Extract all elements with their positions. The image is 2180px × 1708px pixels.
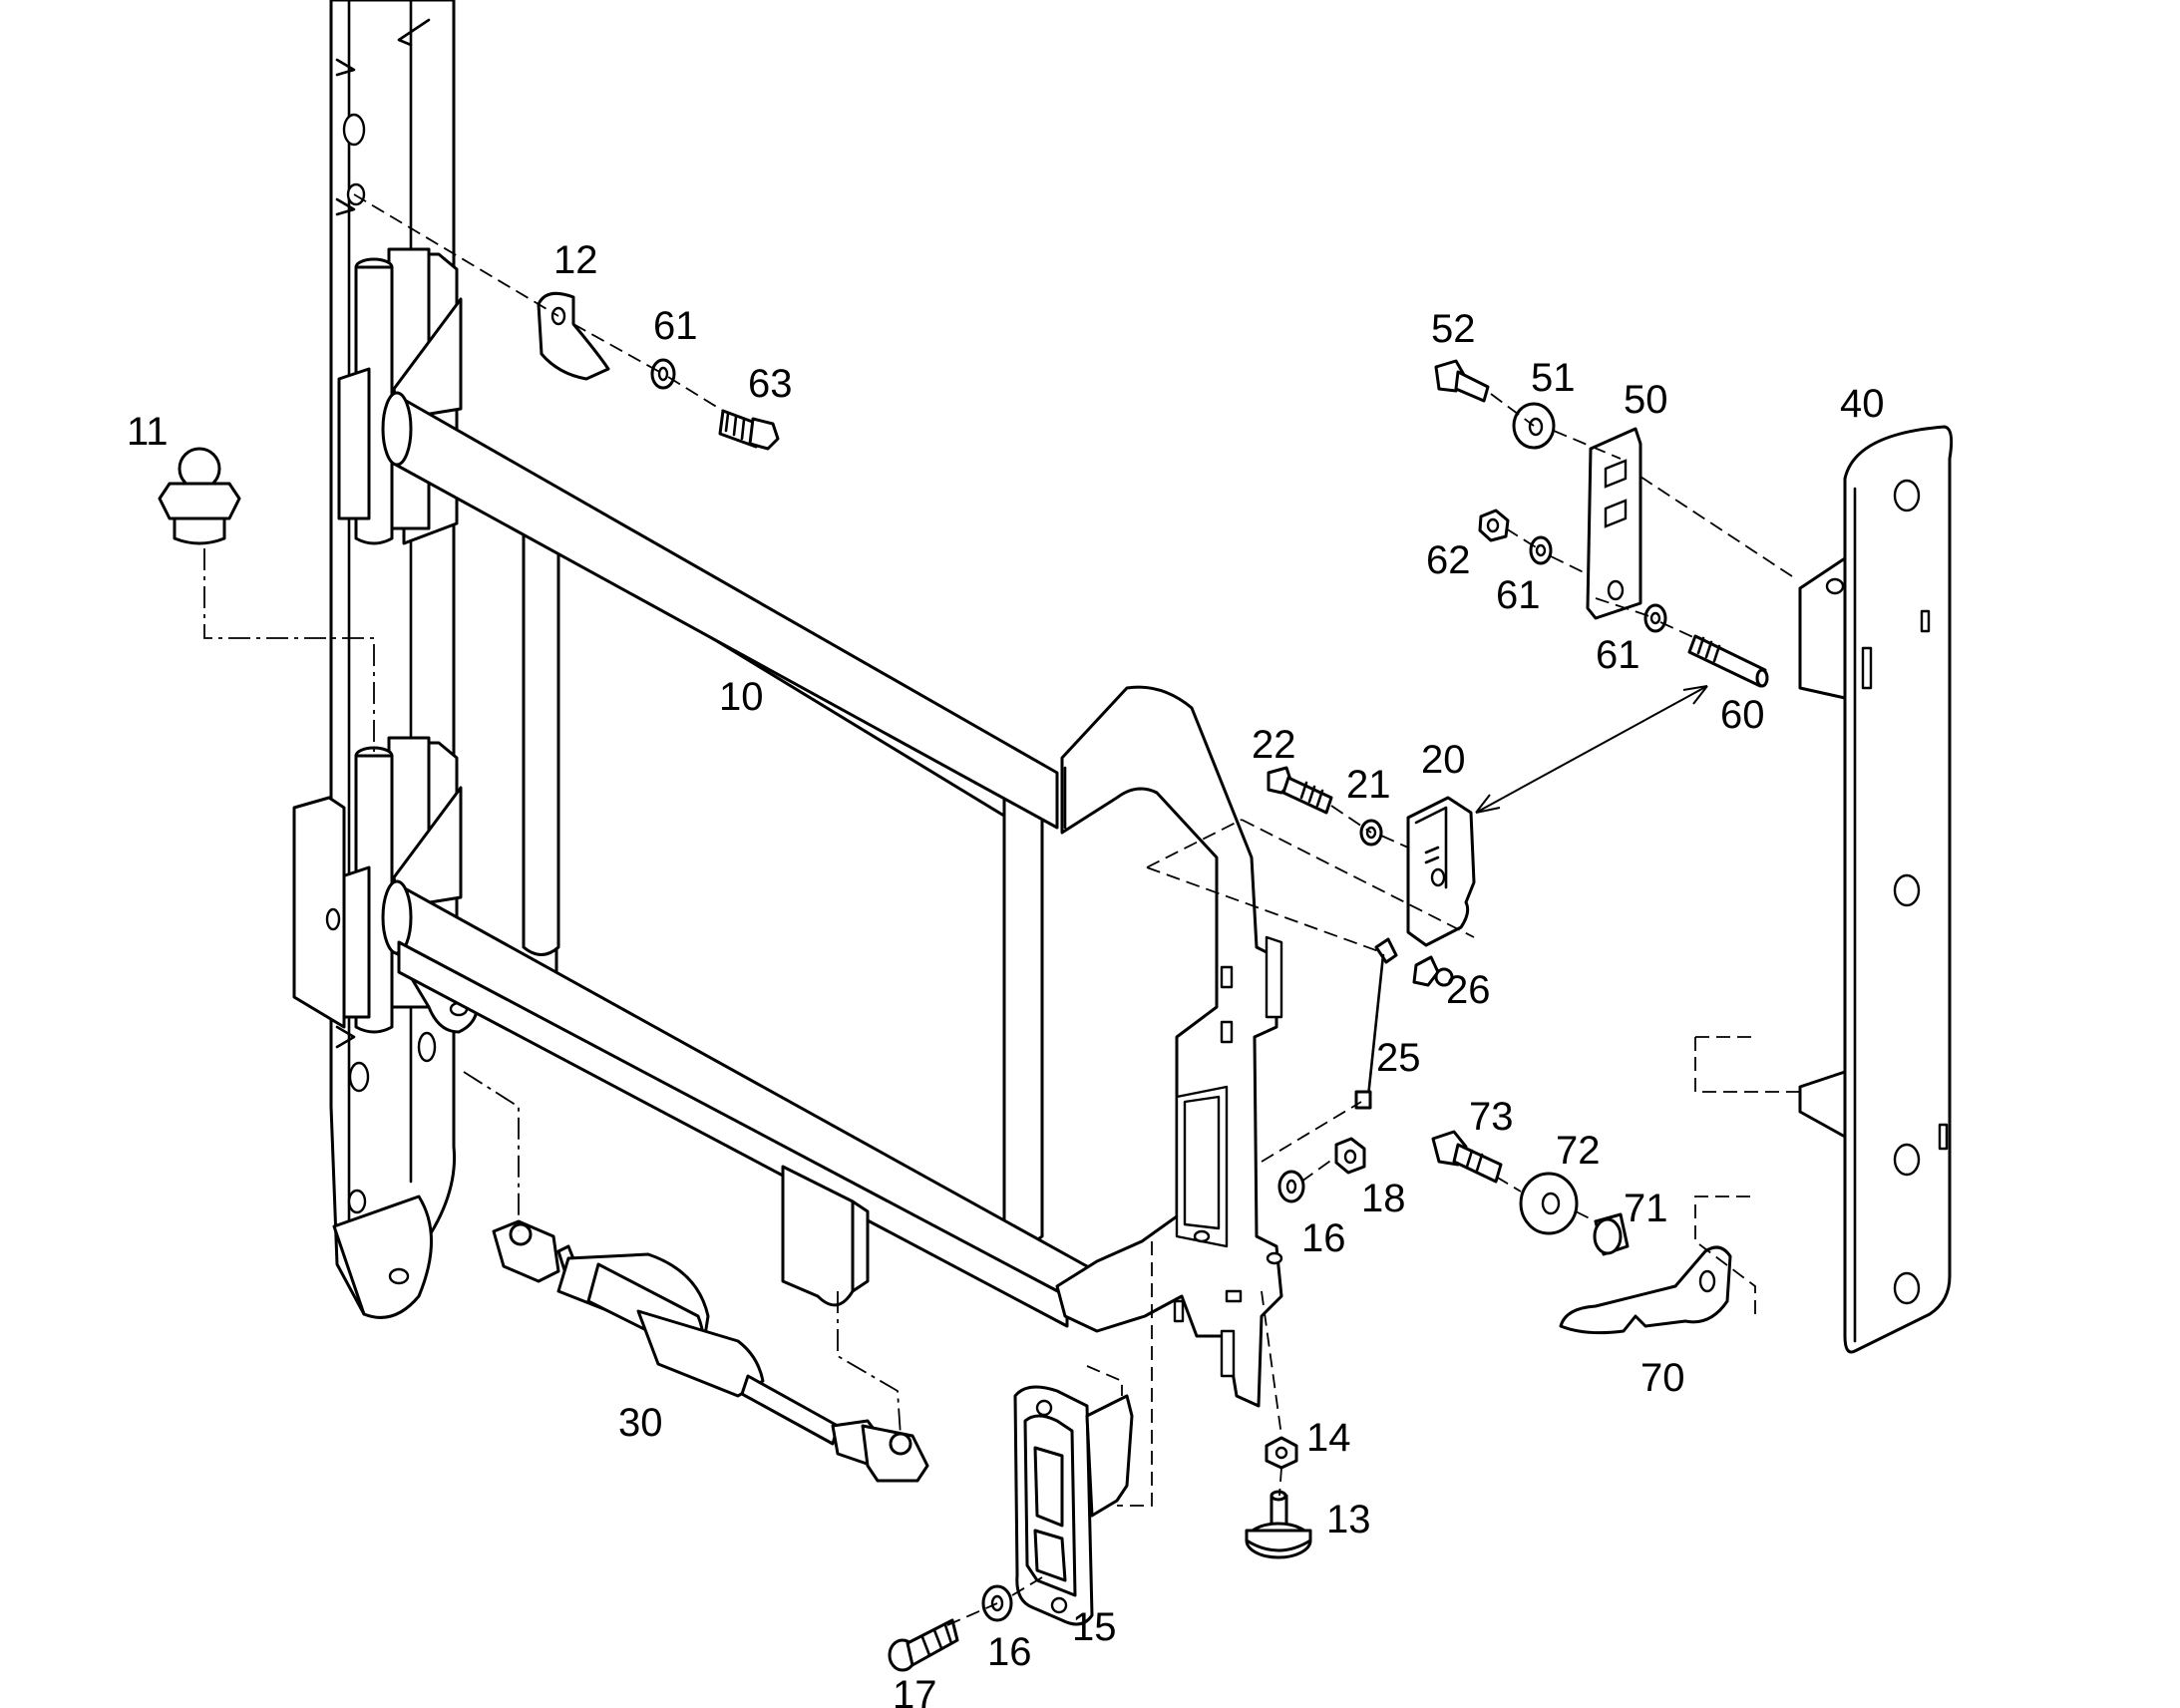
frame (381, 391, 1283, 1408)
label-11: 11 (127, 410, 169, 454)
label-70: 70 (1640, 1356, 1685, 1400)
bushing-71 (1593, 1212, 1630, 1256)
bolt-52 (1434, 359, 1490, 403)
assembly-lines (203, 193, 1800, 1626)
label-17: 17 (893, 1673, 937, 1708)
label-60: 60 (1720, 693, 1765, 737)
washer-16-upper (1277, 1170, 1305, 1203)
angle-bracket (537, 291, 610, 381)
label-62: 62 (1426, 538, 1471, 582)
gas-spring (492, 1219, 929, 1483)
left-mounting-rail (329, 0, 457, 1319)
label-50: 50 (1624, 378, 1668, 422)
adjustment-strip (1586, 427, 1642, 620)
bolt-17 (888, 1618, 959, 1672)
label-13: 13 (1326, 1498, 1371, 1541)
threaded-pin-60 (1687, 634, 1769, 688)
label-52: 52 (1431, 307, 1476, 351)
label-20: 20 (1421, 738, 1466, 782)
washer-61-top (650, 358, 676, 390)
label-10: 10 (719, 675, 764, 719)
label-61-low: 61 (1596, 633, 1640, 677)
latch-handle-15 (1013, 1385, 1134, 1626)
label-61-top: 61 (653, 304, 698, 348)
nut-62 (1478, 509, 1510, 542)
label-63: 63 (748, 362, 793, 406)
label-51: 51 (1531, 356, 1576, 400)
nut-18 (1334, 1137, 1366, 1175)
washer-72 (1519, 1172, 1579, 1235)
label-22: 22 (1252, 723, 1296, 767)
wall-plate (1798, 425, 1954, 1354)
label-25: 25 (1376, 1036, 1421, 1080)
label-16-lower: 16 (987, 1630, 1032, 1674)
label-71: 71 (1624, 1187, 1668, 1230)
hook-70 (1559, 1245, 1732, 1335)
label-14: 14 (1306, 1416, 1351, 1460)
label-61-mid: 61 (1496, 573, 1541, 617)
grease-nipple (158, 447, 241, 545)
bolt-73 (1431, 1130, 1503, 1184)
label-21: 21 (1346, 763, 1391, 807)
label-40: 40 (1840, 382, 1885, 426)
label-26: 26 (1446, 968, 1491, 1012)
label-12: 12 (553, 238, 598, 282)
latch-bracket (1406, 796, 1476, 947)
label-18: 18 (1361, 1177, 1406, 1220)
label-16-upper: 16 (1301, 1216, 1346, 1260)
screw-26 (1412, 955, 1454, 987)
foot-13 (1245, 1490, 1312, 1559)
latch-rod-25 (1354, 937, 1398, 1110)
callout-labels: 10 11 12 13 14 15 16 16 17 18 20 21 22 2… (127, 238, 1885, 1708)
bolt-63 (718, 409, 780, 451)
label-15: 15 (1072, 1605, 1117, 1649)
label-72: 72 (1556, 1129, 1601, 1173)
bolt-22 (1267, 766, 1333, 815)
nut-14 (1265, 1436, 1298, 1470)
hinge-mount-plate (292, 796, 346, 1029)
washer-61-mid (1529, 535, 1553, 565)
label-73: 73 (1469, 1095, 1514, 1139)
label-30: 30 (618, 1401, 663, 1445)
